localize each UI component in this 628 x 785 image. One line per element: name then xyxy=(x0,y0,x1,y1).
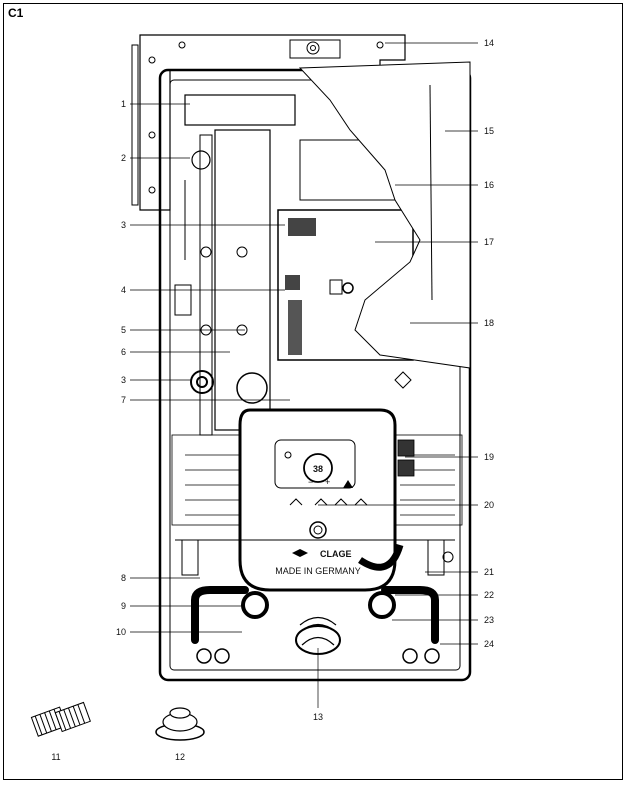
brand-logo: CLAGE xyxy=(320,549,352,559)
figure-frame xyxy=(3,3,623,780)
callout-10: 10 xyxy=(116,627,126,637)
callout-1: 1 xyxy=(121,99,126,109)
callout-20: 20 xyxy=(484,500,494,510)
callout-5: 5 xyxy=(121,325,126,335)
plus-icon[interactable]: + xyxy=(325,477,330,487)
callout-21: 21 xyxy=(484,567,494,577)
callout-14: 14 xyxy=(484,38,494,48)
callout-24: 24 xyxy=(484,639,494,649)
shower-icon[interactable] xyxy=(343,480,353,488)
figure-label: C1 xyxy=(8,6,24,20)
gear-icon[interactable] xyxy=(284,451,292,459)
callout-9: 9 xyxy=(121,601,126,611)
minus-icon[interactable]: − xyxy=(308,477,313,487)
callout-2: 2 xyxy=(121,153,126,163)
threaded-nipples xyxy=(30,701,91,737)
heating-block xyxy=(174,94,296,436)
power-button-icon[interactable] xyxy=(313,525,323,535)
callout-3-second: 3 xyxy=(121,375,126,385)
callout-13: 13 xyxy=(313,712,323,722)
callout-15: 15 xyxy=(484,126,494,136)
callout-17: 17 xyxy=(484,237,494,247)
made-in-text: MADE IN GERMANY xyxy=(275,566,361,576)
control-panel xyxy=(238,408,397,592)
callout-16: 16 xyxy=(484,180,494,190)
callout-8: 8 xyxy=(121,573,126,583)
callout-11: 11 xyxy=(51,752,60,762)
callout-12: 12 xyxy=(175,752,185,762)
cover-flap xyxy=(298,61,471,369)
lower-section xyxy=(175,539,455,664)
grommet xyxy=(155,707,205,741)
callout-18: 18 xyxy=(484,318,494,328)
callout-22: 22 xyxy=(484,590,494,600)
leader-lines xyxy=(130,42,478,708)
callout-7: 7 xyxy=(121,395,126,405)
callout-19: 19 xyxy=(484,452,494,462)
temperature-readout: 38 xyxy=(313,464,323,474)
callout-6: 6 xyxy=(121,347,126,357)
callout-23: 23 xyxy=(484,615,494,625)
callout-3: 3 xyxy=(121,220,126,230)
callout-4: 4 xyxy=(121,285,126,295)
